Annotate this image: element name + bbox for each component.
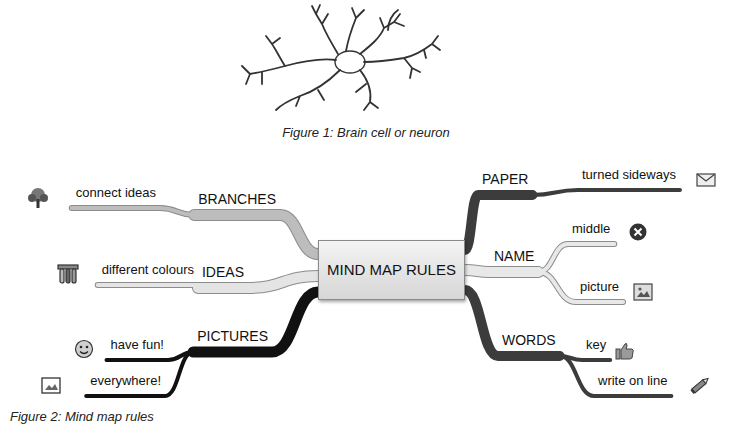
branch-connector <box>107 352 194 360</box>
branch-connector <box>194 215 318 254</box>
smiley-icon <box>76 341 93 358</box>
sub-branch-word: different colours <box>98 262 198 285</box>
branch-connector <box>560 356 672 396</box>
pencil-icon <box>690 377 709 394</box>
branch-text: turned sideways <box>582 167 676 183</box>
branch-word: NAME <box>490 248 538 272</box>
image-icon <box>42 378 60 393</box>
topic-text: MIND MAP RULES <box>327 261 456 279</box>
branch-connector <box>532 190 680 195</box>
sub-branch-word: picture <box>576 279 623 302</box>
sub-branch-word: middle <box>568 221 614 244</box>
branch-connector <box>538 272 623 302</box>
branch-text: PICTURES <box>197 328 268 345</box>
neuron-drawing <box>242 5 440 110</box>
picture-icon <box>634 284 652 300</box>
branch-text: picture <box>580 279 619 295</box>
branch-outline <box>194 215 318 254</box>
branch-text: connect ideas <box>76 185 156 201</box>
branch-text: middle <box>572 221 610 237</box>
branch-text: NAME <box>494 248 534 265</box>
branch-connector <box>98 285 198 288</box>
cross-icon <box>630 224 647 241</box>
branch-word: WORDS <box>498 332 560 356</box>
branch-text: everywhere! <box>90 373 161 389</box>
branch-outline <box>538 272 623 302</box>
sub-branch-word: write on line <box>594 373 671 396</box>
sub-branch-word: have fun! <box>107 337 169 360</box>
envelope-icon <box>697 174 715 186</box>
branch-text: have fun! <box>111 337 165 353</box>
branch-text: key <box>586 337 606 353</box>
branch-connector <box>465 270 539 272</box>
sub-branch-word: key <box>582 337 610 360</box>
branch-outline <box>98 285 198 288</box>
branch-word: BRANCHES <box>194 191 280 215</box>
thumbs-up-icon <box>616 343 633 359</box>
tree-icon <box>28 188 48 208</box>
test-tubes-icon <box>58 265 78 283</box>
branch-text: different colours <box>102 262 194 278</box>
branch-outline <box>465 270 539 272</box>
sub-branch-word: connect ideas <box>72 185 160 208</box>
sub-branch-word: everywhere! <box>86 373 165 396</box>
branch-text: BRANCHES <box>198 191 276 208</box>
branch-connector <box>72 208 194 215</box>
branch-word: PAPER <box>478 171 532 195</box>
figure-caption: Figure 1: Brain cell or neuron <box>282 125 450 140</box>
branch-connector <box>538 244 614 272</box>
branch-text: write on line <box>598 373 667 389</box>
branch-connector <box>86 352 193 396</box>
branch-outline <box>538 244 614 272</box>
branch-text: PAPER <box>482 171 528 188</box>
central-topic-box: MIND MAP RULES <box>318 240 465 300</box>
sub-branch-word: turned sideways <box>578 167 680 190</box>
branch-connector <box>465 290 560 356</box>
branch-text: WORDS <box>502 332 556 349</box>
branch-word: IDEAS <box>198 264 248 288</box>
branch-connector <box>193 292 318 352</box>
branch-connector <box>465 195 533 250</box>
branch-text: IDEAS <box>202 264 244 281</box>
branch-outline <box>72 208 194 215</box>
figure-caption: Figure 2: Mind map rules <box>10 409 154 424</box>
branch-word: PICTURES <box>193 328 272 352</box>
